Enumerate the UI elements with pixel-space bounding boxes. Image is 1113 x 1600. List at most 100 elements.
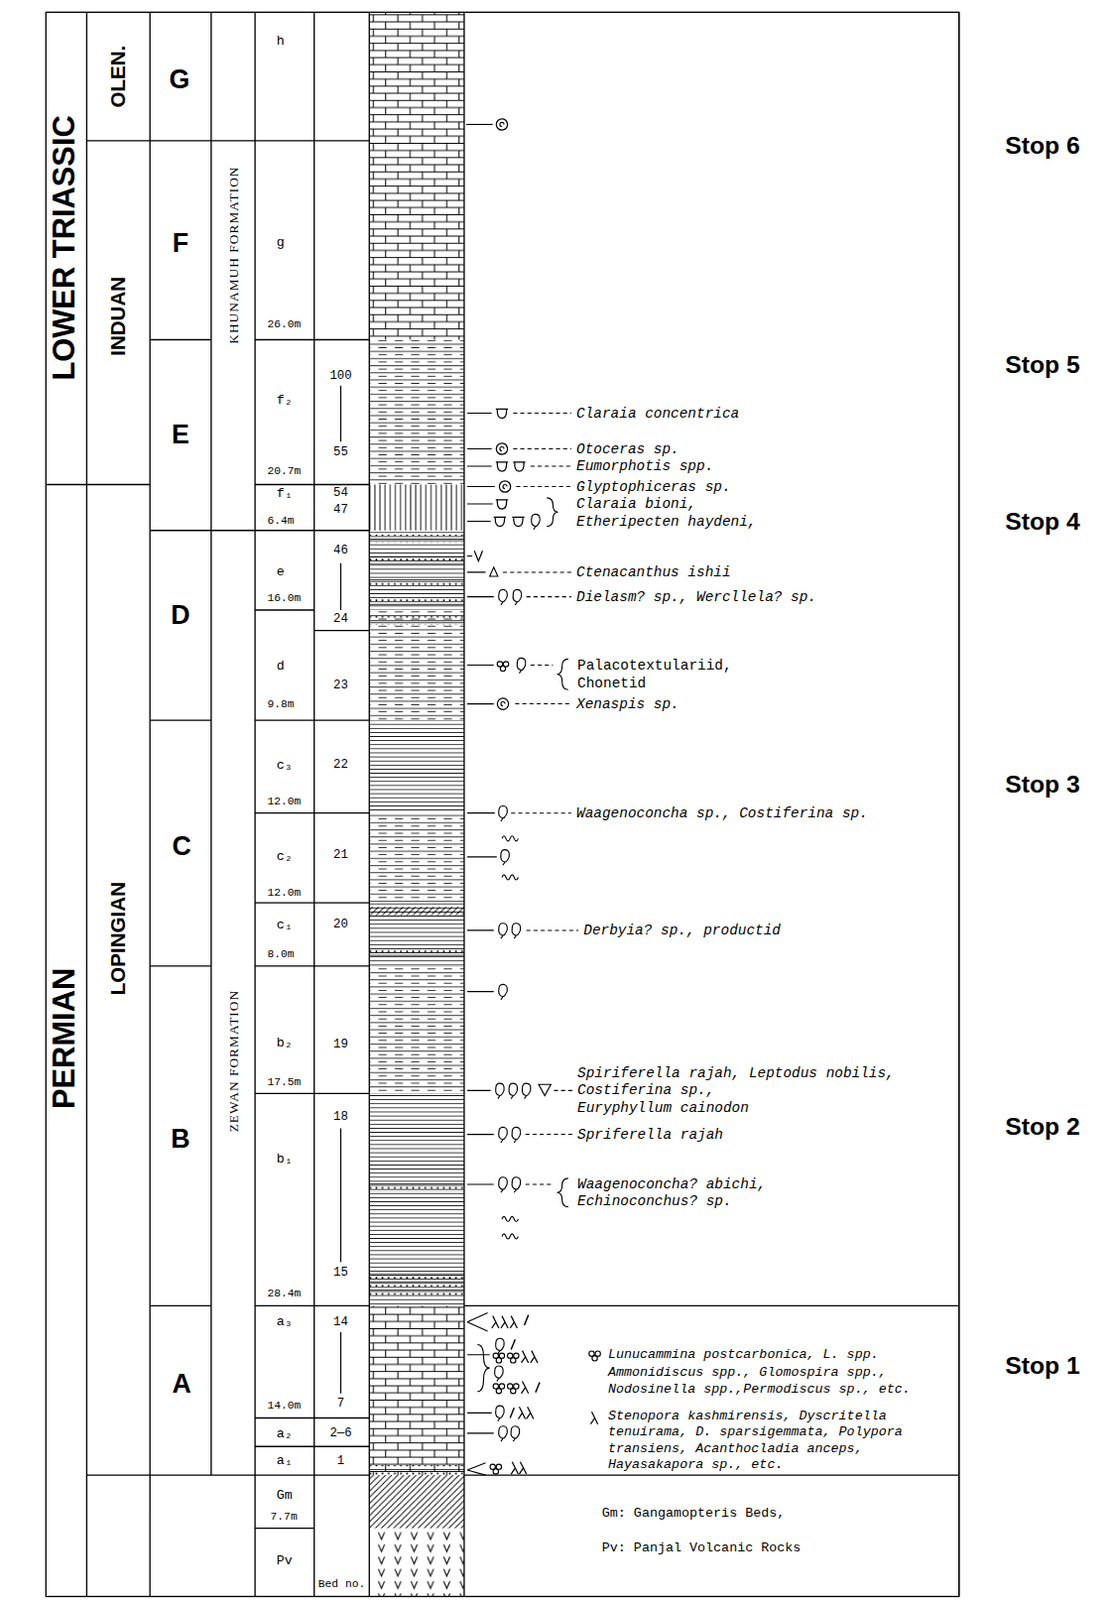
fossil-name: Glyptophiceras sp. [576,478,732,495]
fossil-key: Stenopora kashmirensis, Dyscritella [608,1408,887,1424]
bed-number: 15 [333,1264,349,1279]
abbreviation-note: Pv: Panjal Volcanic Rocks [602,1539,802,1555]
stop-label: Stop 5 [1004,351,1080,380]
fossil-name: Euryphyllum cainodon [577,1100,749,1116]
fossil-name: Costiferina sp., [577,1082,715,1099]
thickness-label: 9.8m [266,697,294,710]
fossil-name: Spriferella rajah [577,1125,724,1142]
fossil-name: Claraia bioni, [576,495,697,512]
bed-number: 14 [333,1315,349,1330]
fossil-name: Xenaspis sp. [576,695,680,712]
unit-letter: C [171,831,191,864]
thickness-label: 17.5m [266,1076,301,1089]
subunit-label: c₂ [276,849,293,865]
series-label: INDUAN [106,276,130,357]
bed-number: 21 [333,848,349,863]
fossil-key: Hayasakapora sp., etc. [608,1457,784,1473]
fossil-key: Lunucammina postcarbonica, L. spp. [608,1347,879,1362]
bed-number: 18 [333,1110,349,1124]
fossil-name: Dielasm? sp., Wercllela? sp. [576,588,817,605]
bed-number: 20 [333,917,349,932]
column-grid [45,11,959,1597]
thickness-label: 7.7m [270,1510,298,1523]
lithology-fill [369,11,465,1597]
unit-letter: D [170,599,190,631]
subunit-label: b₂ [276,1034,293,1050]
subunit-label: a₃ [276,1314,293,1330]
fossil-key: transiens, Acanthocladia anceps, [608,1441,864,1457]
subunit-label: a₂ [276,1425,293,1441]
fossil-name: Waagenoconcha sp., Costiferina sp. [576,804,868,821]
fossil-name: Otoceras sp. [576,440,680,457]
unit-letter: G [169,63,191,96]
unit-letter: E [171,418,190,451]
thickness-label: 16.0m [266,591,301,604]
subunit-label: c₃ [276,757,293,773]
fossil-name: Claraia concentrica [576,404,740,421]
series-label: OLEN. [106,45,130,109]
subunit-label: Gm [276,1487,293,1503]
stop-label: Stop 1 [1004,1352,1080,1381]
fossil-name: Echinoconchus? sp. [577,1192,733,1209]
bed-number: 2—6 [329,1426,352,1441]
fossil-key: Nodosinella spp.,Permodiscus sp., etc. [608,1381,911,1397]
subunit-label: Pv [276,1553,293,1569]
bed-number: 23 [333,678,349,693]
stop-label: Stop 2 [1004,1112,1080,1141]
stop-label: Stop 3 [1004,769,1080,799]
fossil-key: tenuirama, D. sparsigemmata, Polypora [608,1424,903,1440]
fossil-name: Derbyia? sp., productid [583,922,781,939]
subunit-label: g [276,235,285,250]
fossil-name: Eumorphotis spp. [576,458,714,475]
bed-number: 47 [333,502,349,517]
fossil-name: Chonetid [577,675,646,692]
bed-range-bar [340,385,342,1394]
fossil-name: Etheripecten haydeni, [576,512,756,529]
fossil-name: Palacotextulariid, [577,656,733,673]
thickness-label: 20.7m [266,465,301,478]
subunit-label: f₂ [276,391,293,407]
fossil-name: Spiriferella rajah, Leptodus nobilis, [577,1065,895,1082]
bed-number: 19 [333,1037,349,1052]
subunit-label: b₁ [276,1151,293,1167]
column-heading: Bed no. [318,1578,367,1591]
stop-label: Stop 4 [1004,506,1080,536]
bed-number: 7 [337,1396,345,1411]
formation-label: KHUNAMUH FORMATION [225,165,242,344]
thickness-label: 14.0m [266,1399,301,1412]
subunit-label: d [276,658,285,674]
thickness-label: 12.0m [266,795,301,808]
stop-label: Stop 6 [1004,131,1080,161]
fossil-key: Ammonidiscus spp., Glomospira spp., [608,1363,887,1379]
bed-number: 100 [329,368,352,382]
thickness-label: 6.4m [266,513,294,526]
unit-letter: B [170,1123,190,1156]
series-label: LOPINGIAN [106,881,130,995]
bed-number: 54 [333,486,349,500]
system-label: LOWER TRIASSIC [46,115,82,380]
bed-number: 55 [333,444,349,459]
fossil-leaders [466,123,569,1476]
subunit-label: c₁ [276,917,293,933]
formation-label: ZEWAN FORMATION [225,989,242,1133]
thickness-label: 28.4m [266,1287,301,1300]
dashed-leader [502,413,579,1185]
abbreviation-note: Gm: Gangamopteris Beds, [602,1504,786,1520]
subunit-label: f₁ [276,486,293,501]
subunit-label: e [276,563,285,579]
thickness-label: 26.0m [266,318,301,331]
fossil-name: Waagenoconcha? abichi, [577,1176,766,1193]
fossil-symbol [474,119,601,1475]
bed-number: 1 [337,1453,345,1468]
system-label: PERMIAN [46,968,82,1110]
bed-number: 46 [333,543,349,558]
fossil-name: Ctenacanthus ishii [576,564,732,581]
subunit-label: h [276,32,285,48]
bed-number: 24 [333,612,349,626]
thickness-label: 8.0m [266,947,294,960]
unit-letter: A [171,1368,191,1401]
subunit-label: a₁ [276,1453,293,1469]
bed-number: 22 [333,757,349,772]
unit-letter: F [172,227,189,259]
